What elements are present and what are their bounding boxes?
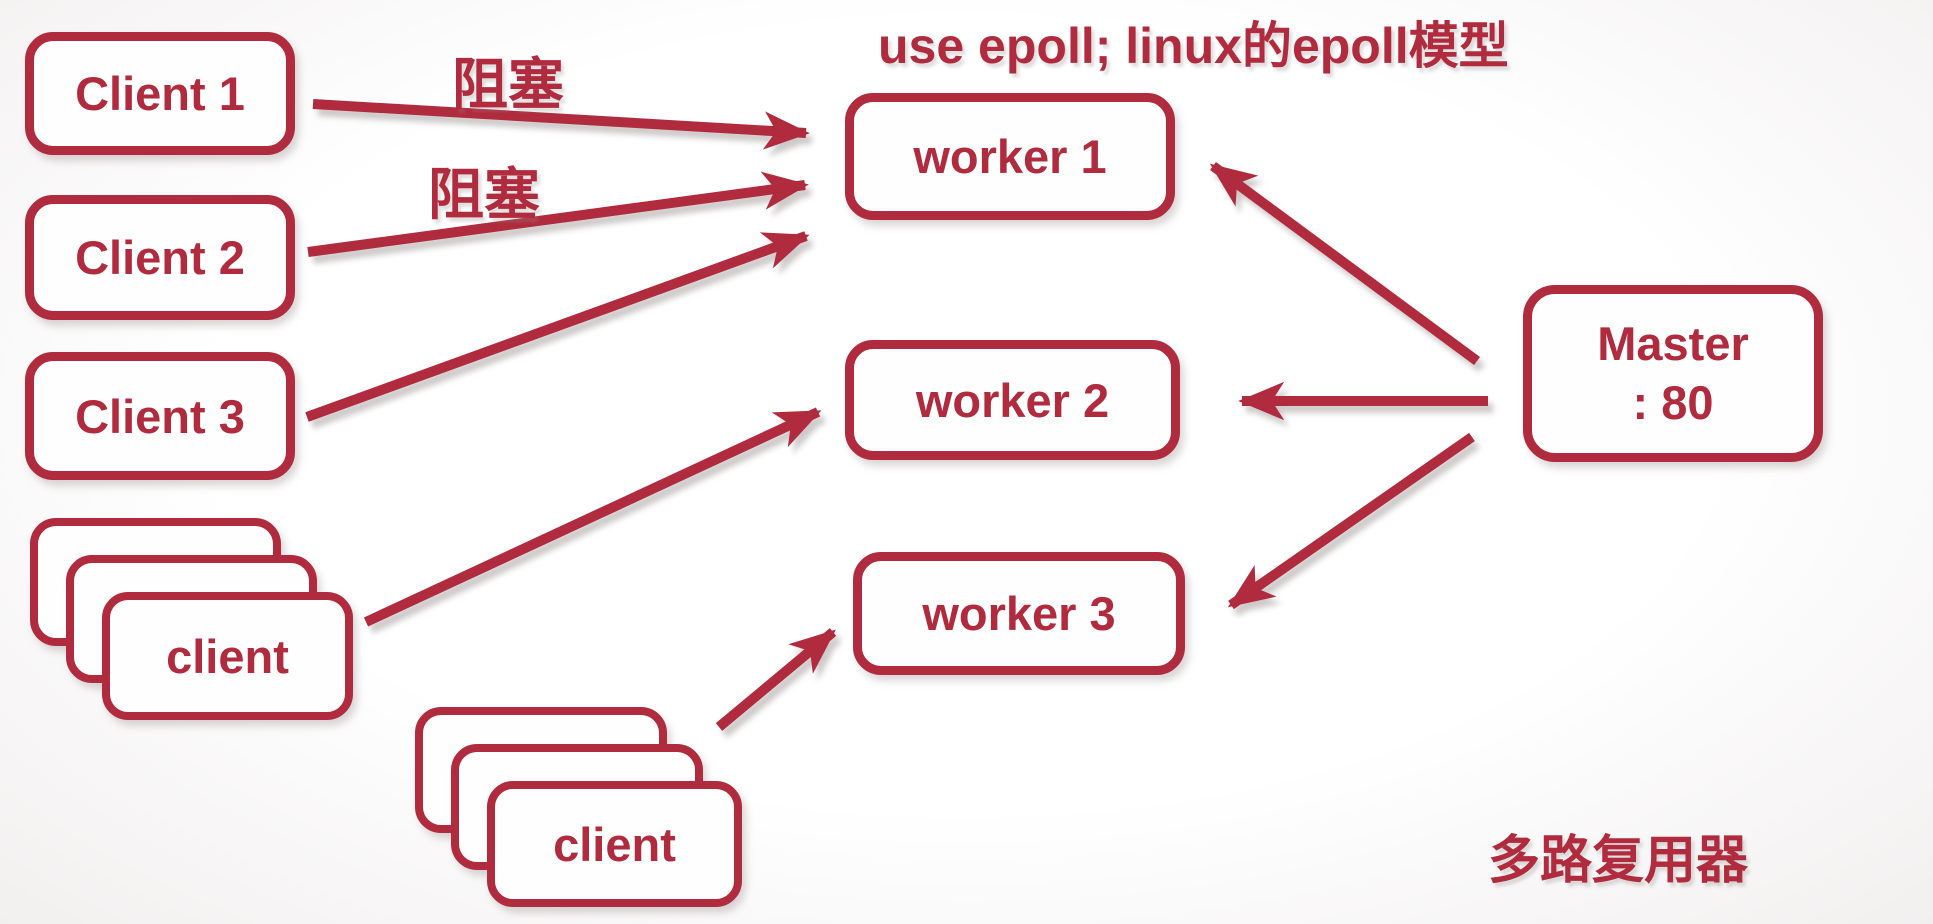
client1-label: Client 1 xyxy=(75,67,245,120)
arrow-master-to-worker3 xyxy=(1227,432,1475,610)
client-stack-bottom-label: client xyxy=(553,817,676,871)
arrow-client1-to-worker1 xyxy=(312,99,810,150)
worker1-node: worker 1 xyxy=(845,93,1175,220)
arrow-client3-to-worker1 xyxy=(305,231,810,422)
client-stack-bottom-front: client xyxy=(487,781,742,907)
client2-node: Client 2 xyxy=(25,195,295,320)
worker2-label: worker 2 xyxy=(915,373,1110,427)
client2-label: Client 2 xyxy=(75,231,245,284)
client-stack-left-label: client xyxy=(166,629,289,683)
client3-label: Client 3 xyxy=(75,389,245,443)
arrow-clientstack-bottom-to-worker3 xyxy=(715,628,837,731)
blocking-label-1: 阻塞 xyxy=(452,53,564,116)
client3-node: Client 3 xyxy=(25,352,295,480)
multiplexer-label: 多路复用器 xyxy=(1488,832,1749,890)
master-label: Master : 80 xyxy=(1597,315,1749,433)
master-node: Master : 80 xyxy=(1523,285,1823,462)
worker3-node: worker 3 xyxy=(853,552,1185,675)
diagram-title: use epoll; linux的epoll模型 xyxy=(878,18,1509,74)
client1-node: Client 1 xyxy=(25,32,295,155)
worker2-node: worker 2 xyxy=(845,340,1180,460)
arrow-master-to-worker1 xyxy=(1209,161,1480,366)
worker3-label: worker 3 xyxy=(922,587,1116,640)
client-stack-left-front: client xyxy=(102,592,353,720)
blocking-label-2: 阻塞 xyxy=(428,163,540,226)
arrow-clientstack-left-to-worker2 xyxy=(363,407,822,627)
worker1-label: worker 1 xyxy=(913,130,1107,183)
master-label-line2: : 80 xyxy=(1632,375,1714,429)
master-label-line1: Master xyxy=(1597,316,1749,370)
arrow-client2-to-worker1 xyxy=(307,171,809,257)
